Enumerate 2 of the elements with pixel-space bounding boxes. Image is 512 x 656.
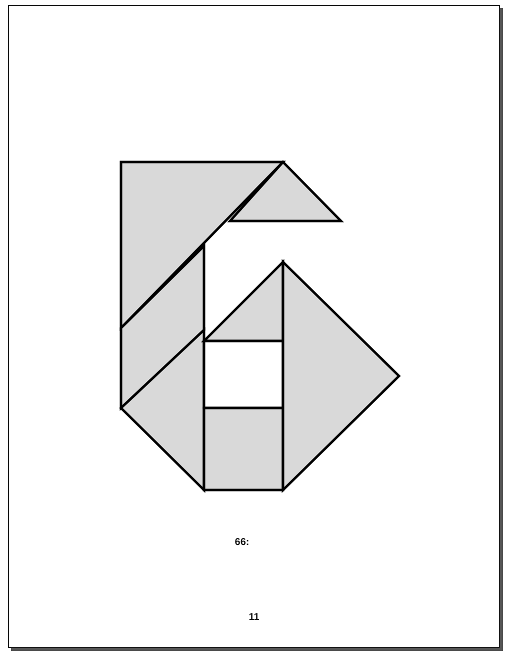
page-number: 11 — [248, 612, 260, 623]
puzzle-number: 66: — [234, 537, 250, 548]
